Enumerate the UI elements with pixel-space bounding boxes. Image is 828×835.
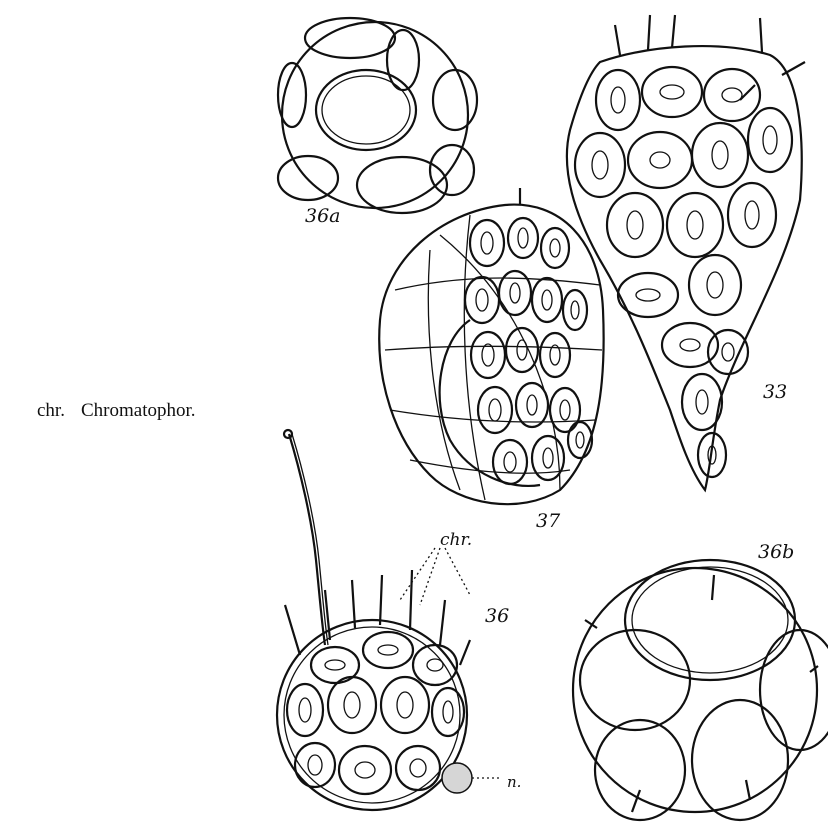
fig36b-outline: [573, 568, 817, 812]
fig36b-plate-top-inner: [632, 567, 788, 673]
fig36-label: 36: [485, 605, 509, 627]
fig36a-plate-center: [316, 70, 416, 150]
fig36b-spines: [585, 575, 818, 812]
fig36a-outline: [282, 22, 468, 208]
fig36a-label: 36a: [305, 205, 341, 227]
figure-33: 33: [567, 15, 805, 490]
fig36b-label: 36b: [758, 541, 794, 563]
fig36-annotation-n: n.: [507, 773, 521, 791]
figure-36b: 36b: [573, 541, 828, 820]
fig36a-plate-bottom-right: [430, 145, 474, 195]
fig33-label: 33: [763, 381, 787, 403]
figure-36a: 36a: [278, 18, 477, 227]
fig37-label: 37: [536, 510, 561, 532]
fig36-annotation-chr: chr.: [440, 530, 472, 550]
fig36b-plate-bottom-left: [595, 720, 685, 820]
fig36a-plate-right: [433, 70, 477, 130]
fig36-nucleus: [442, 763, 472, 793]
figure-37: 37: [379, 188, 603, 532]
fig36b-plate-bottom: [692, 700, 788, 820]
fig33-outline: [567, 46, 802, 490]
fig36-outline: [277, 620, 467, 810]
fig36-flagellum-tip: [284, 430, 292, 438]
figure-36: chr. n. 36: [277, 430, 521, 810]
fig36a-plate-top: [305, 18, 395, 58]
fig36a-plate-upper-right: [387, 30, 419, 90]
fig36b-plate-left: [580, 630, 690, 730]
fig36a-plate-inner: [322, 76, 410, 144]
fig36b-plate-top: [625, 560, 795, 680]
fig36-flagellum: [289, 434, 325, 645]
